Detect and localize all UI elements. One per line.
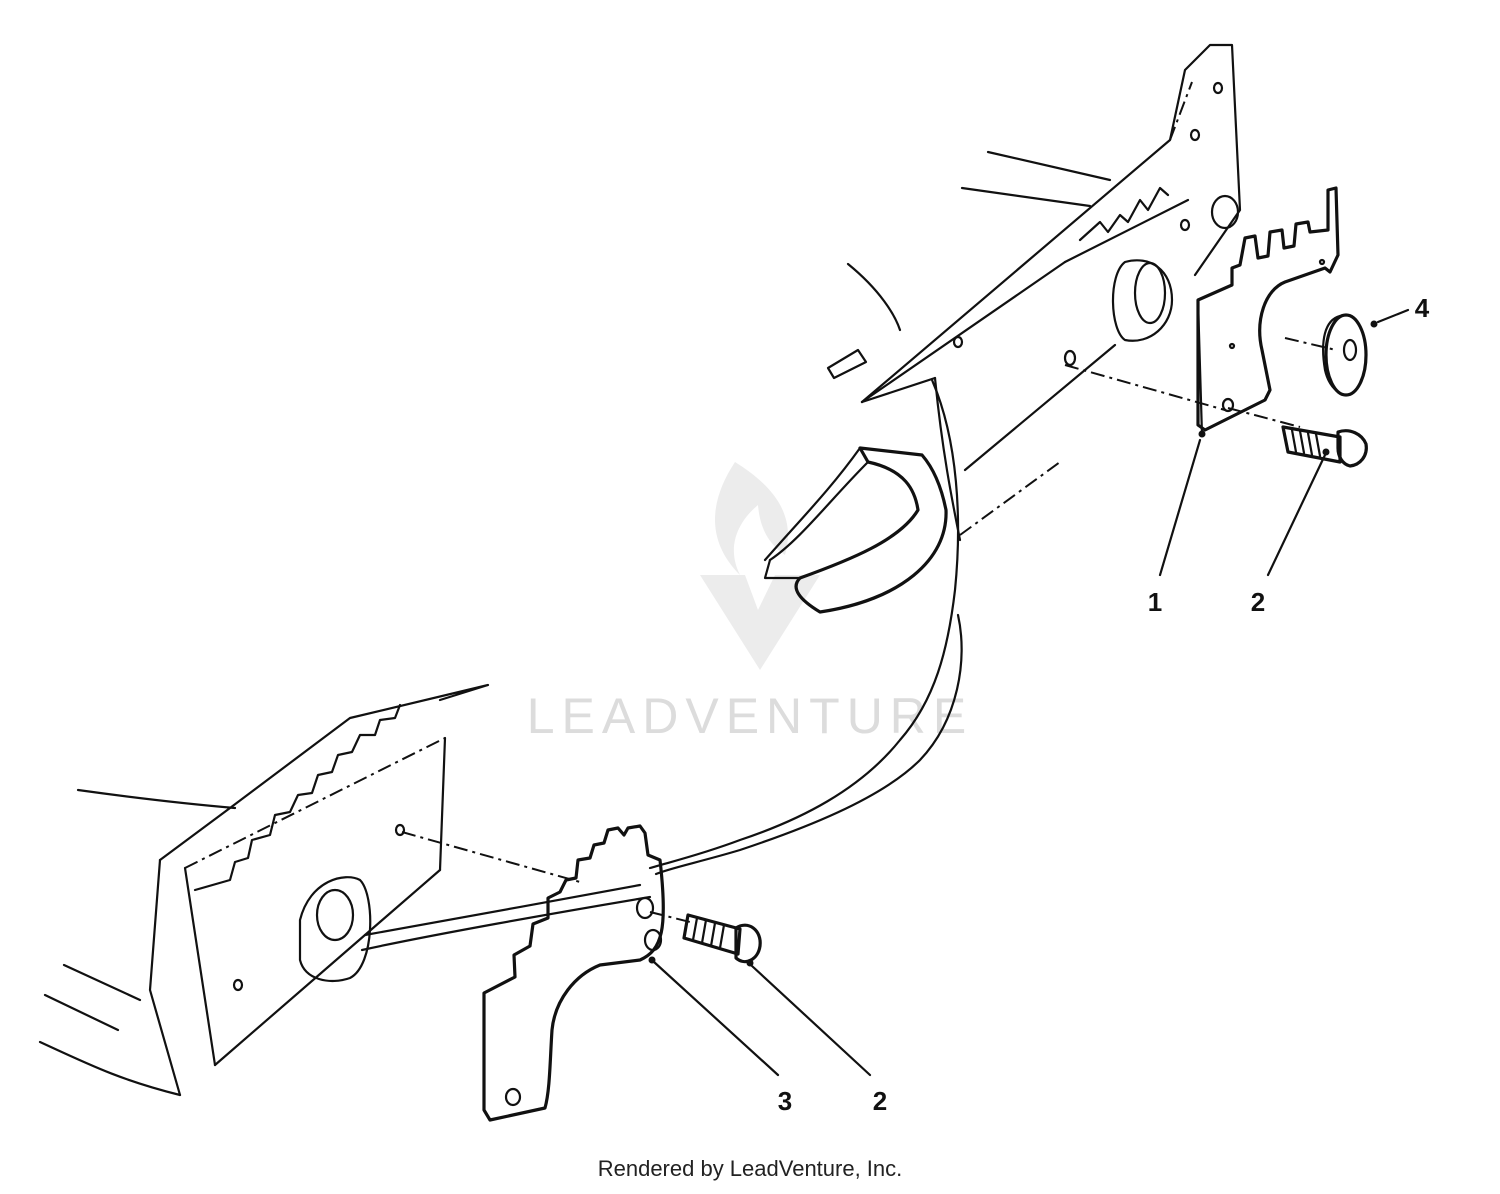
alignment-lines: [401, 337, 1337, 923]
upper-deck-assembly: [826, 43, 1242, 542]
part-3-height-adjuster-plate: [482, 824, 665, 1122]
part-2-bolt-upper: [1281, 425, 1368, 468]
part-2-bolt-lower: [682, 913, 762, 964]
callout-3: 3: [778, 1086, 792, 1116]
footer-credit: Rendered by LeadVenture, Inc.: [597, 1156, 903, 1181]
leader-dots: [648, 320, 1378, 967]
callout-2-upper: 2: [1251, 587, 1265, 617]
watermark-text: LEADVENTURE: [527, 688, 974, 744]
part-1-height-adjuster-plate: [1196, 186, 1340, 437]
leader-lines: [652, 308, 1410, 1077]
callout-1: 1: [1148, 587, 1162, 617]
callout-4: 4: [1415, 293, 1430, 323]
callout-2-lower: 2: [873, 1086, 887, 1116]
watermark-logo-icon: [700, 462, 820, 670]
part-4-washer: [1322, 313, 1368, 397]
deck-outline: [360, 378, 963, 952]
lower-deck-assembly: [38, 683, 490, 1097]
handle-grip: [763, 446, 948, 614]
watermark: LEADVENTURE: [527, 462, 974, 744]
